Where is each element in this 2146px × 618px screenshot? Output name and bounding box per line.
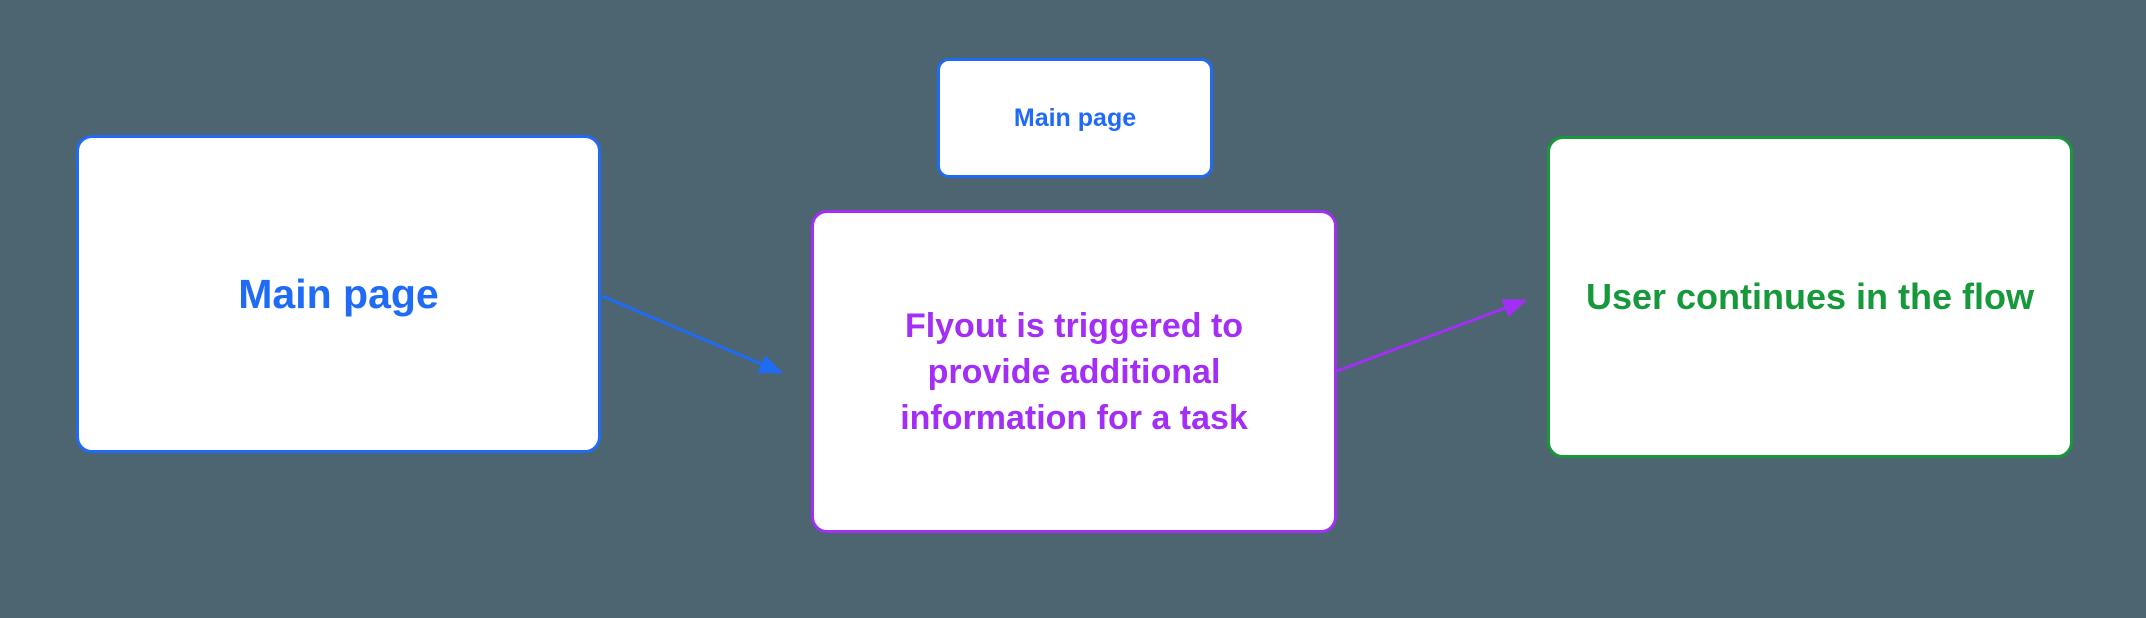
node-main-page-label: Main page (238, 270, 439, 317)
node-main-page-small-label: Main page (1013, 103, 1137, 132)
node-flyout-triggered-label: Flyout is triggered to provide additiona… (900, 306, 1248, 437)
arrow-main-to-flyout (601, 294, 784, 374)
node-main-page: Main page (76, 135, 601, 453)
node-main-page-small: Main page (937, 58, 1213, 178)
node-user-continues: User continues in the flow (1547, 136, 2073, 458)
node-user-continues-label: User continues in the flow (1585, 276, 2035, 317)
arrow-flyout-to-continue (1336, 299, 1528, 373)
node-flyout-triggered: Flyout is triggered to provide additiona… (811, 210, 1337, 533)
